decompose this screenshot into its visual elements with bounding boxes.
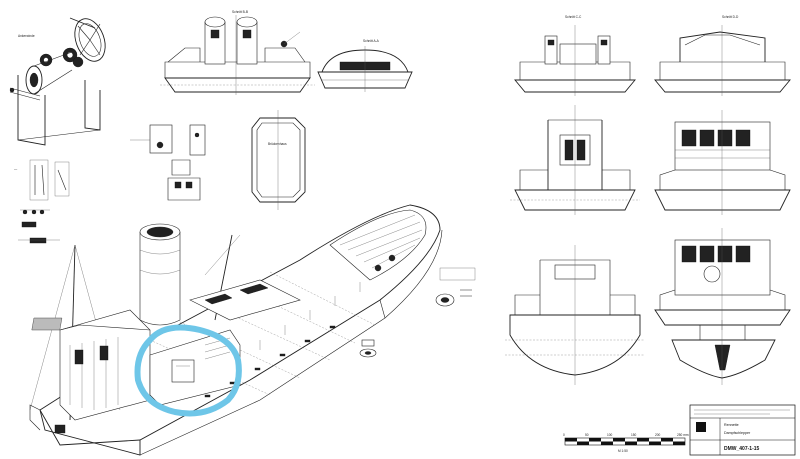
winch-detail-drawings: — [14,159,70,244]
bracket-detail-drawings [130,124,206,201]
bow-frame-drawing [671,320,776,385]
title-drawing-no: DMW_407-1-15 [724,446,760,452]
hull-section-drawing [505,245,645,385]
svg-text:—: — [14,167,18,171]
label-schnitt-cc: Schnitt C-C [565,15,582,19]
scale-bar: 0 50 100 150 200 250 mm M 1:50 [563,433,689,453]
bridge-front-drawing [654,228,791,330]
detail-callouts [359,267,476,358]
section-a-a-drawing: Schnitt A-A [317,39,413,92]
label-schnitt-bb: Schnitt B-B [232,10,248,14]
label-ankerwinde: Ankerwinde [18,34,35,38]
title-block: Rennette Dampfschlepper DMW_407-1-15 [689,404,796,456]
anchor-winch-drawing: Ankerwinde [9,17,106,146]
scale-caption: M 1:50 [618,449,628,453]
label-bruckenhaus: Brückenhaus [268,142,287,146]
highlight-ring [134,324,242,417]
scale-tick-5: 250 mm [677,433,689,437]
title-model: Dampfschlepper [724,431,751,435]
title-company: Rennette [724,423,739,427]
scale-tick-2: 100 [607,433,613,437]
section-c-c-drawing: Schnitt C-C [514,15,636,96]
hull-portholes [204,325,336,398]
scale-tick-1: 50 [585,433,589,437]
section-e-e-drawing [510,105,640,215]
bridge-house-plan-drawing: Brückenhaus [251,110,306,210]
scale-tick-3: 150 [631,433,637,437]
section-d-d-drawing: Schnitt D-D [654,15,791,96]
section-f-f-drawing [654,110,791,215]
label-schnitt-aa: Schnitt A-A [363,39,380,43]
label-schnitt-dd: Schnitt D-D [722,15,739,19]
section-b-b-drawing: Schnitt B-B [160,10,315,95]
scale-tick-0: 0 [563,433,565,437]
ship-perspective-drawing [29,204,443,456]
scale-tick-4: 200 [655,433,661,437]
